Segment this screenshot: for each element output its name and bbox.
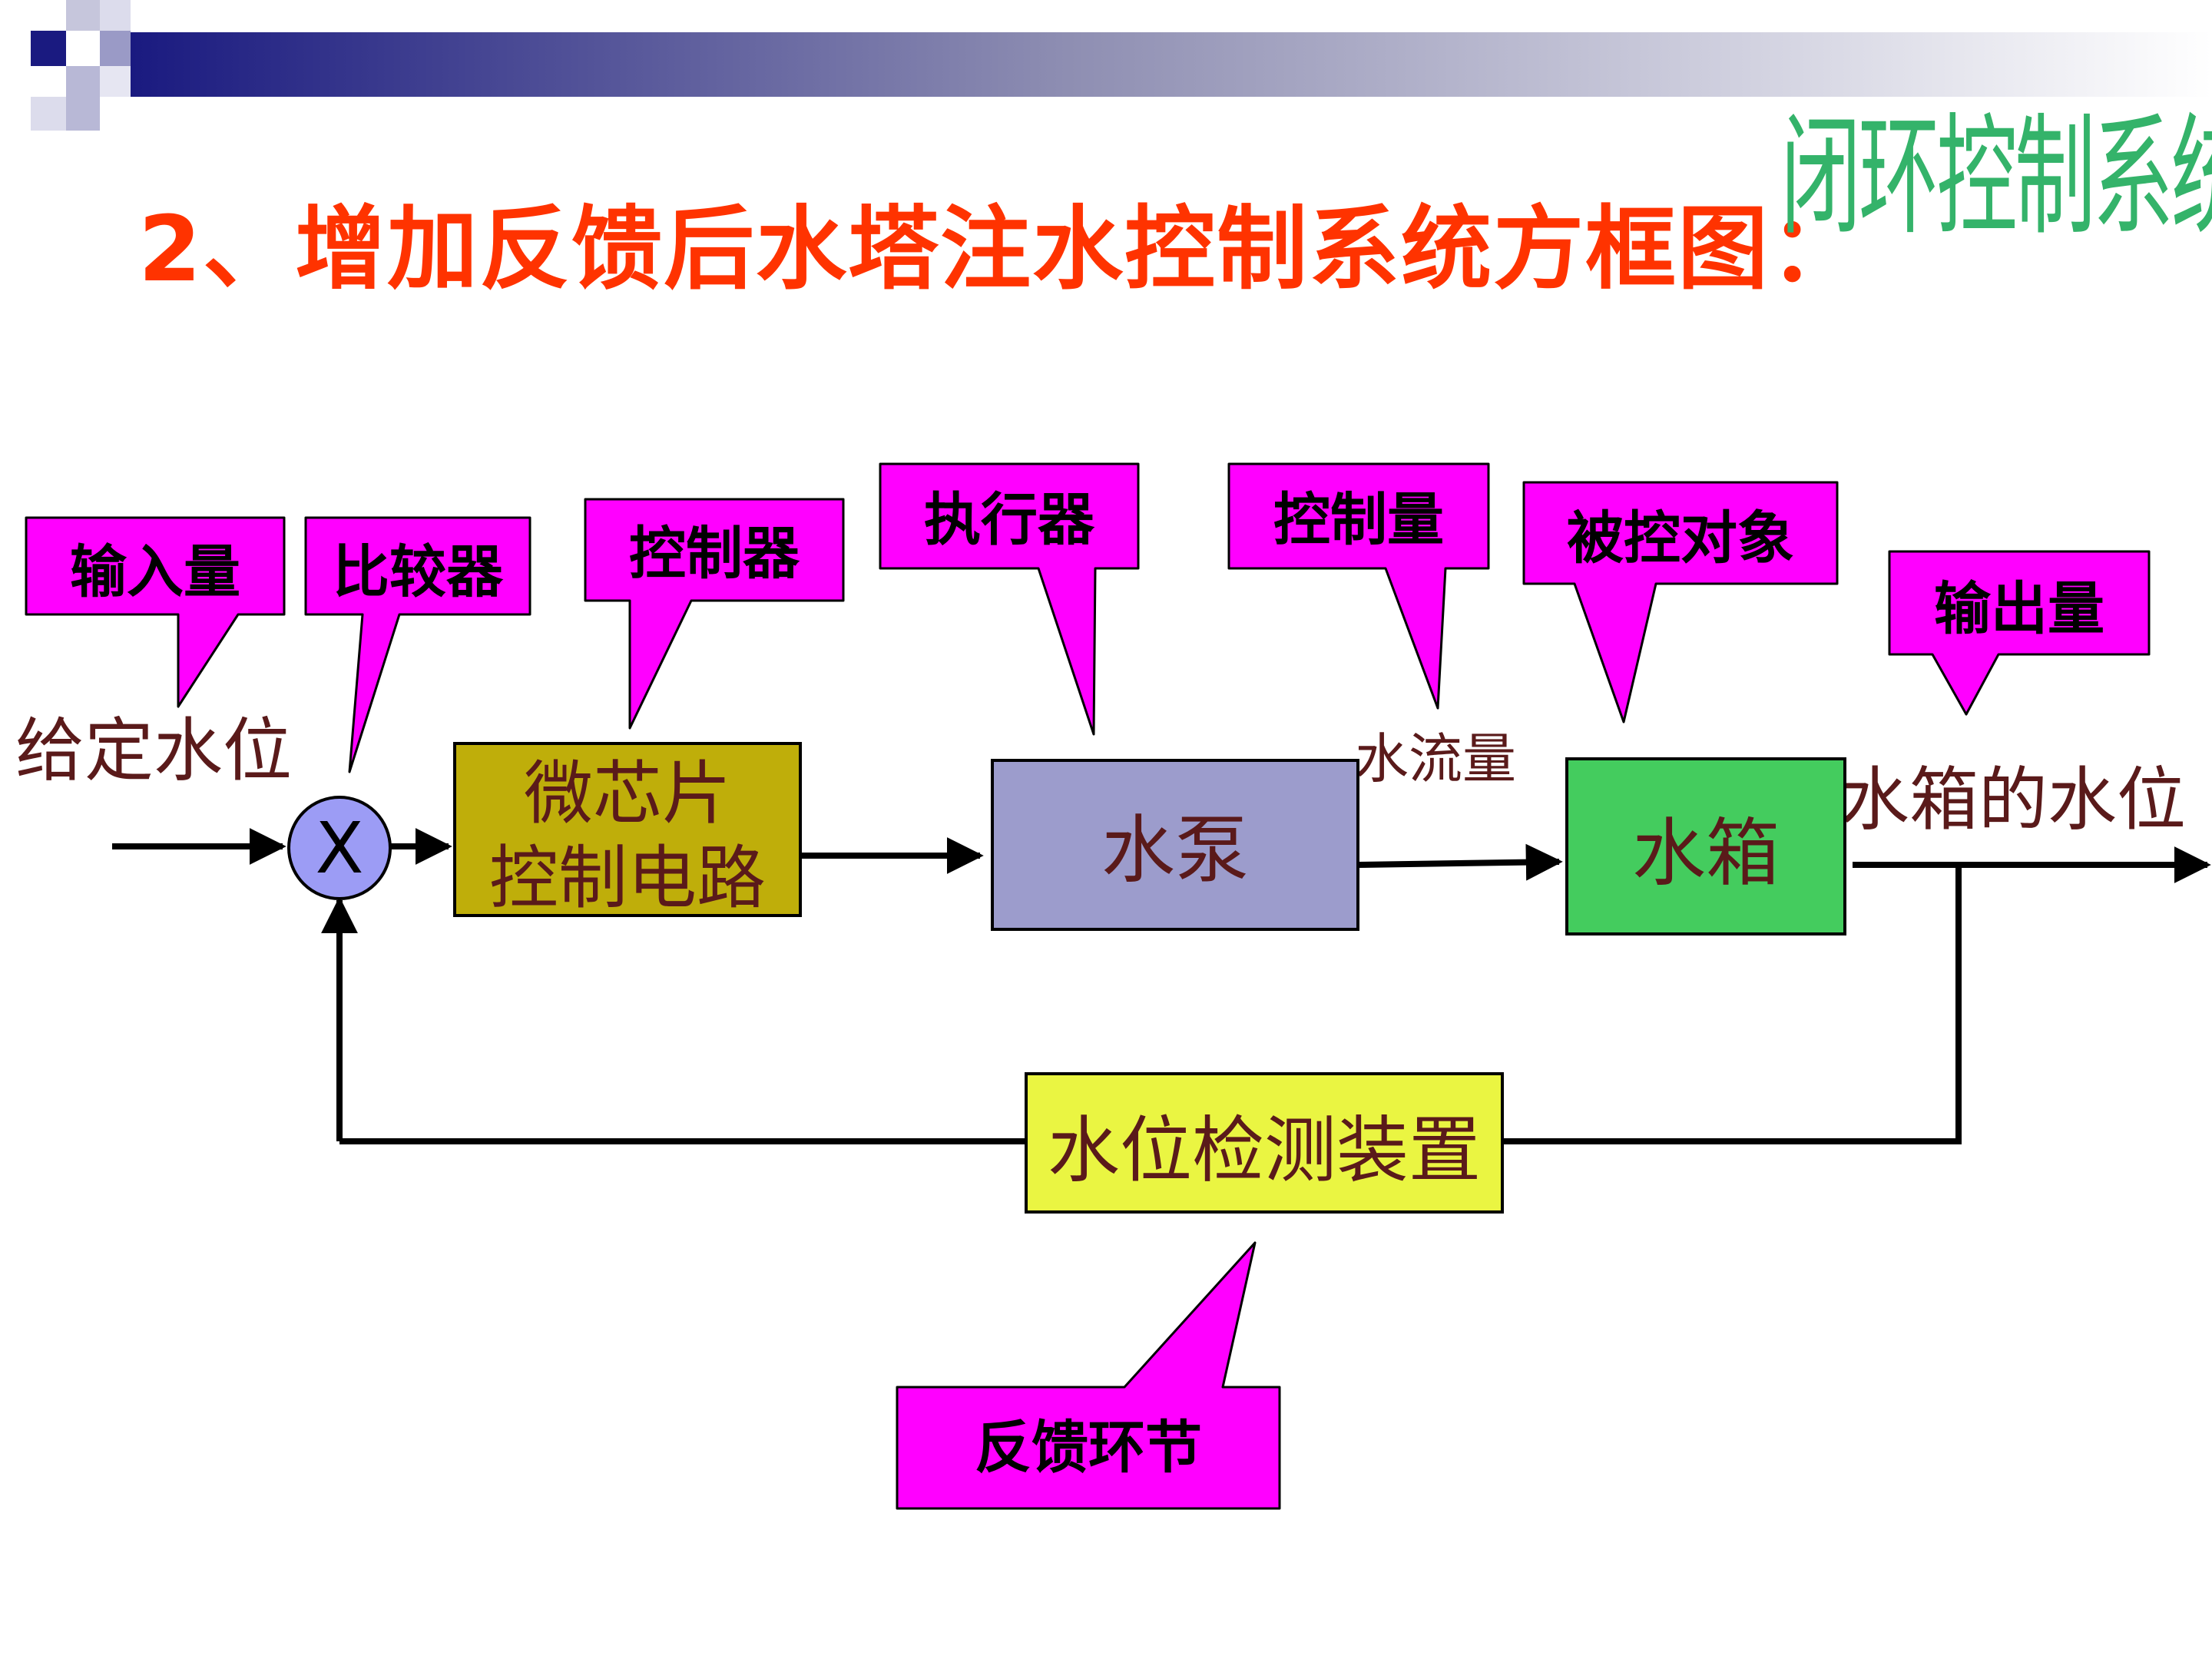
pump-label: 水泵: [1101, 807, 1249, 893]
corner-title: 闭环控制系统: [1780, 101, 2212, 253]
comparator-symbol: X: [315, 807, 363, 889]
callout-input: 输入量: [25, 516, 286, 708]
callout-control-var-label: 控制量: [1273, 487, 1444, 553]
callout-controller: 控制器: [584, 498, 845, 730]
tank-block: 水箱: [1565, 757, 1846, 935]
callout-controller-label: 控制器: [629, 521, 800, 587]
output-feedback-tap: [1504, 865, 1962, 1144]
callout-input-label: 输入量: [70, 539, 240, 605]
page-title: 2、增加反馈后水塔注水控制系统方框图：: [138, 196, 1863, 302]
callout-feedback: 反馈环节: [896, 1241, 1281, 1510]
setpoint-label: 给定水位: [15, 710, 292, 791]
callout-control-var: 控制量: [1227, 462, 1490, 710]
callout-plant: 被控对象: [1522, 481, 1839, 724]
controller-block: 微芯片 控制电路: [453, 742, 802, 919]
sensor-label: 水位检测装置: [1048, 1109, 1481, 1193]
callout-plant-label: 被控对象: [1567, 505, 1794, 571]
signal-lines: [112, 828, 2211, 1144]
flow-label: 水流量: [1355, 727, 1516, 790]
callout-output-label: 输出量: [1934, 576, 2104, 642]
callout-comparator: 比较器: [304, 516, 531, 773]
controller-line2: 控制电路: [489, 838, 766, 919]
pump-block: 水泵: [991, 759, 1359, 931]
pump-to-tank-arrow: [1357, 843, 1563, 881]
output-level-label: 水箱的水位: [1840, 760, 2186, 840]
header-decoration: [31, 0, 2212, 131]
callout-comparator-label: 比较器: [333, 539, 504, 605]
sensor-block: 水位检测装置: [1025, 1072, 1504, 1214]
tank-label: 水箱: [1632, 810, 1780, 896]
callout-feedback-label: 反馈环节: [975, 1415, 1202, 1481]
callout-actuator-label: 执行器: [924, 487, 1095, 553]
comparator: X: [287, 796, 392, 900]
callout-output: 输出量: [1888, 550, 2151, 716]
callout-actuator: 执行器: [879, 462, 1140, 736]
controller-line1: 微芯片: [524, 753, 731, 834]
